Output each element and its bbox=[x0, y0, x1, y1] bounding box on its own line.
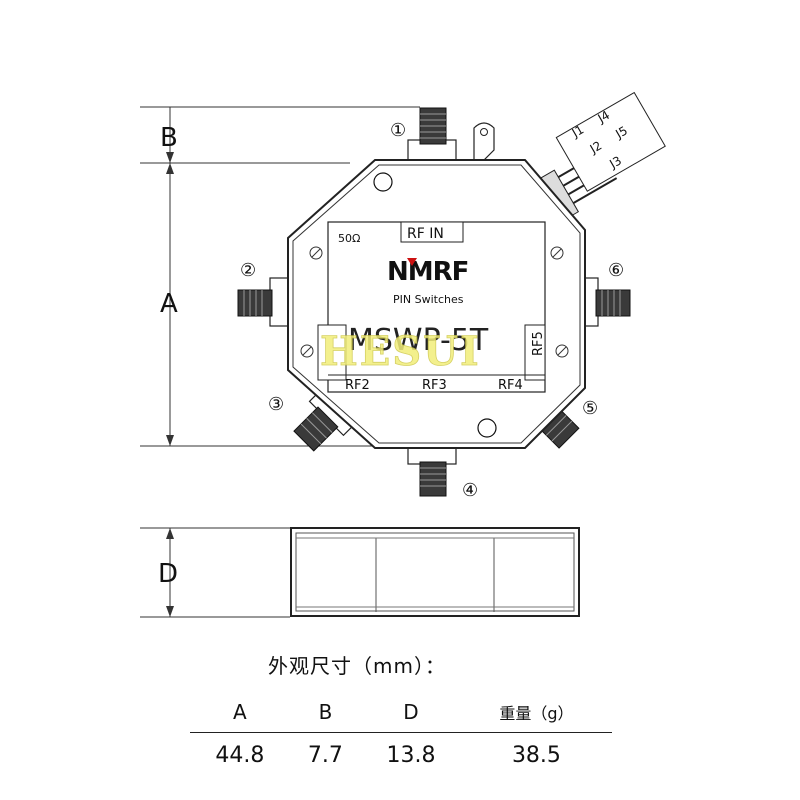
mounting-hole bbox=[373, 172, 393, 192]
table-header-row: A B D 重量（g） bbox=[190, 692, 612, 733]
rf-connector-4 bbox=[407, 445, 457, 497]
table-row: 44.8 7.7 13.8 38.5 bbox=[190, 732, 612, 777]
value-a: 44.8 bbox=[190, 732, 290, 777]
screws bbox=[300, 246, 569, 358]
port-marker-4: ④ bbox=[462, 480, 478, 501]
brand-accent-triangle bbox=[407, 258, 417, 266]
product-dimension-drawing: B A D J1 J4 J2 J5 J3 bbox=[140, 91, 666, 618]
rf-connector-2 bbox=[237, 277, 291, 327]
pin-label-j2: J2 bbox=[587, 138, 605, 156]
dimensions-table-title: 外观尺寸（mm）： bbox=[268, 654, 446, 678]
header-weight: 重量（g） bbox=[499, 704, 574, 723]
rf-connector-1 bbox=[407, 107, 457, 163]
product-subtitle: PIN Switches bbox=[393, 293, 464, 306]
rf-in-label: RF IN bbox=[407, 226, 444, 242]
impedance-label: 50Ω bbox=[338, 232, 360, 245]
pin-label-j5: J5 bbox=[612, 123, 630, 141]
ground-lug bbox=[473, 122, 495, 161]
dimensions-table: A B D 重量（g） 44.8 7.7 13.8 38.5 bbox=[190, 692, 612, 777]
pin-label-j1: J1 bbox=[569, 122, 587, 140]
dimension-label-b: B bbox=[160, 123, 178, 153]
port-marker-1: ① bbox=[390, 120, 406, 141]
rf2-label: RF2 bbox=[345, 378, 370, 393]
rf4-label: RF4 bbox=[498, 378, 523, 393]
rf3-label: RF3 bbox=[422, 378, 447, 393]
pin-label-j3: J3 bbox=[606, 153, 624, 171]
port-marker-2: ② bbox=[240, 260, 256, 281]
dimension-label-d: D bbox=[158, 559, 178, 589]
value-b: 7.7 bbox=[289, 732, 362, 777]
pin-label-j4: J4 bbox=[595, 108, 613, 126]
mounting-hole bbox=[477, 418, 497, 438]
dimension-label-a: A bbox=[160, 289, 178, 319]
header-d: D bbox=[403, 700, 419, 724]
rf5-label: RF5 bbox=[531, 331, 546, 356]
header-a: A bbox=[233, 700, 247, 724]
header-b: B bbox=[318, 700, 333, 724]
port-marker-5: ⑤ bbox=[582, 398, 598, 419]
watermark: HESUI bbox=[320, 328, 481, 375]
port-marker-6: ⑥ bbox=[608, 260, 624, 281]
brand-logo: NMRF bbox=[387, 257, 468, 287]
label-plate bbox=[327, 221, 546, 393]
value-weight: 38.5 bbox=[460, 732, 612, 777]
value-d: 13.8 bbox=[361, 732, 461, 777]
dimension-lines bbox=[140, 106, 420, 618]
model-number: MSWP-5T bbox=[348, 323, 489, 358]
port-marker-3: ③ bbox=[268, 394, 284, 415]
side-view bbox=[290, 527, 580, 617]
